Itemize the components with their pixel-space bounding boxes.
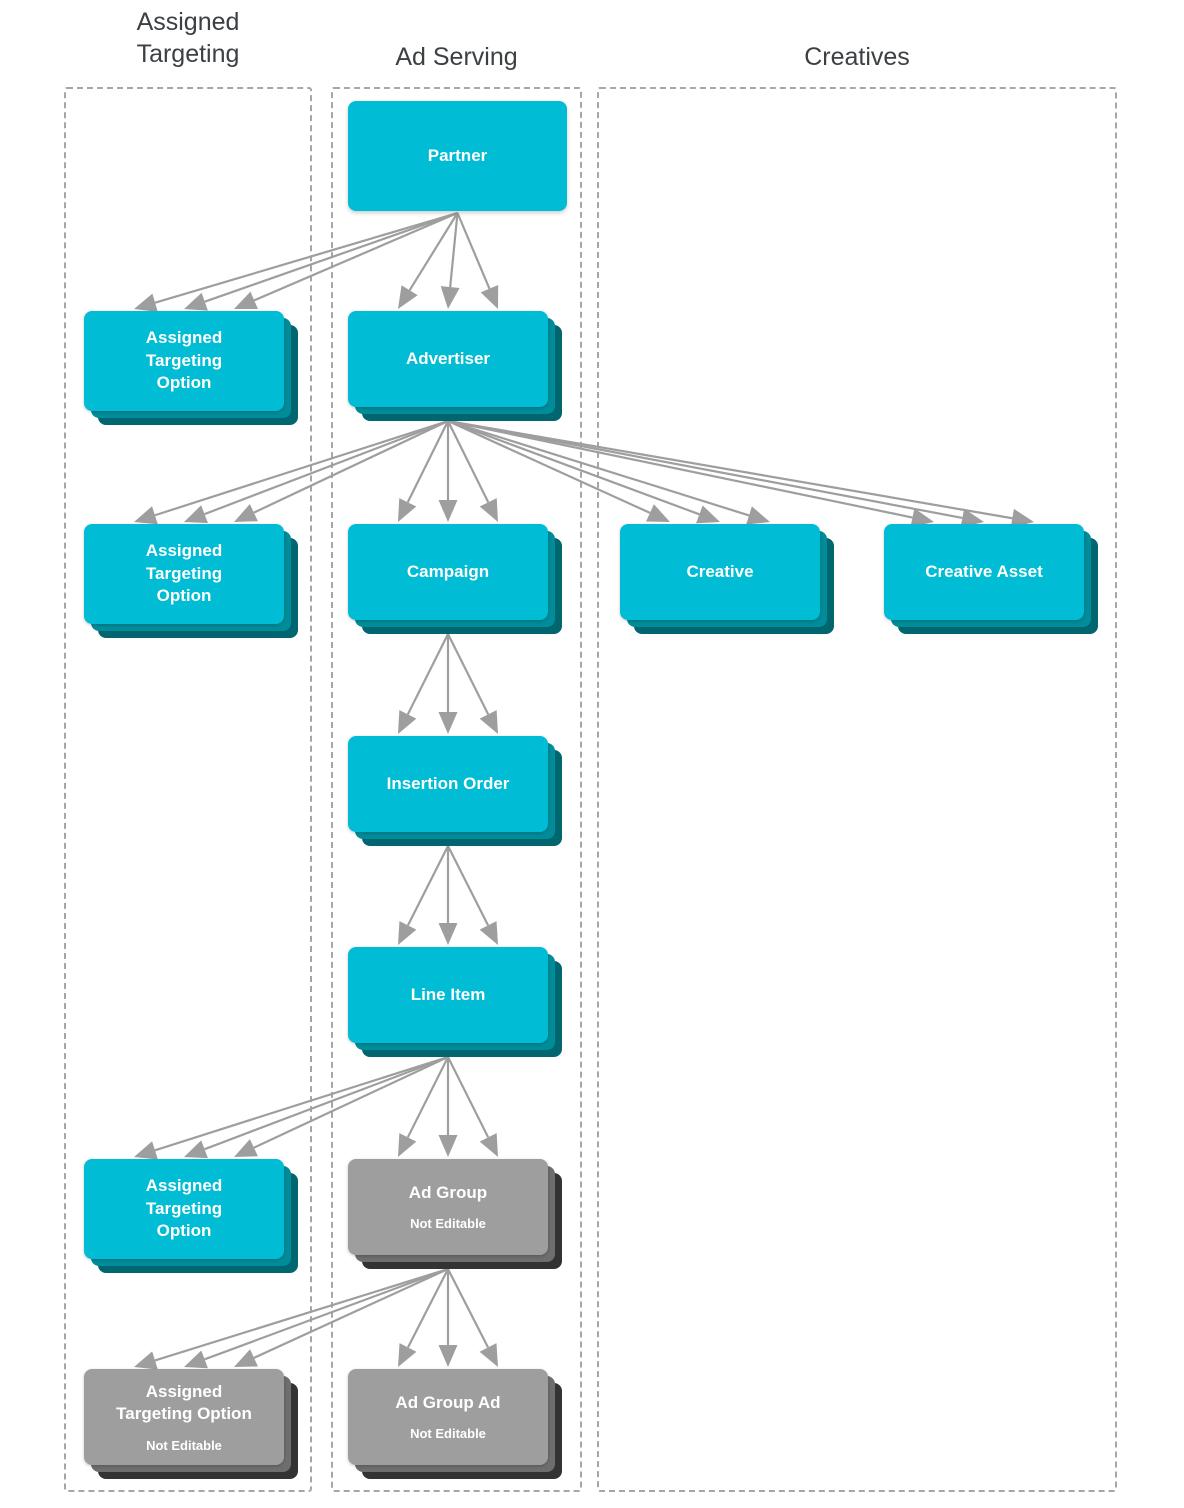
node-campaign[interactable]: Campaign bbox=[348, 524, 562, 634]
node-assigned-targeting-option-advertiser-face[interactable]: Assigned Targeting Option bbox=[84, 524, 284, 624]
node-line-item-label: Line Item bbox=[410, 984, 486, 1004]
node-ad-group-ad-face[interactable]: Ad Group Ad Not Editable bbox=[348, 1369, 548, 1465]
node-insertion-order-label: Insertion Order bbox=[386, 773, 510, 793]
column-title-creatives: Creatives bbox=[804, 43, 910, 71]
node-assigned-targeting-option-partner[interactable]: Assigned Targeting Option bbox=[84, 311, 298, 425]
node-creative-asset-label: Creative Asset bbox=[925, 561, 1043, 581]
node-advertiser[interactable]: Advertiser bbox=[348, 311, 562, 421]
node-advertiser-label: Advertiser bbox=[405, 348, 491, 368]
node-ad-group-ad[interactable]: Ad Group Ad Not Editable bbox=[348, 1369, 562, 1479]
node-line-item-face[interactable]: Line Item bbox=[348, 947, 548, 1043]
node-ad-group-ad-label: Ad Group Ad bbox=[395, 1392, 501, 1412]
column-title-assigned-targeting: Assigned Targeting bbox=[136, 8, 240, 68]
lane-creatives bbox=[597, 87, 1117, 1492]
node-creative-asset-face[interactable]: Creative Asset bbox=[884, 524, 1084, 620]
node-assigned-targeting-option-line-item-label: Assigned Targeting Option bbox=[145, 1176, 223, 1241]
node-assigned-targeting-option-advertiser[interactable]: Assigned Targeting Option bbox=[84, 524, 298, 638]
node-advertiser-face[interactable]: Advertiser bbox=[348, 311, 548, 407]
node-ad-group-not-editable-badge: Not Editable bbox=[410, 1216, 486, 1232]
column-title-ad-serving: Ad Serving bbox=[395, 43, 518, 71]
node-campaign-label: Campaign bbox=[406, 561, 490, 581]
node-creative-label: Creative bbox=[686, 561, 754, 581]
node-insertion-order[interactable]: Insertion Order bbox=[348, 736, 562, 846]
node-ad-group-label: Ad Group bbox=[408, 1182, 488, 1202]
node-creative-asset[interactable]: Creative Asset bbox=[884, 524, 1098, 634]
node-insertion-order-face[interactable]: Insertion Order bbox=[348, 736, 548, 832]
node-partner-face[interactable]: Partner bbox=[348, 101, 567, 211]
node-assigned-targeting-option-line-item[interactable]: Assigned Targeting Option bbox=[84, 1159, 298, 1273]
node-creative-face[interactable]: Creative bbox=[620, 524, 820, 620]
node-partner-label: Partner bbox=[427, 145, 488, 165]
node-assigned-targeting-option-advertiser-label: Assigned Targeting Option bbox=[145, 541, 223, 606]
node-assigned-targeting-option-partner-face[interactable]: Assigned Targeting Option bbox=[84, 311, 284, 411]
node-assigned-targeting-option-ad-group-not-editable-badge: Not Editable bbox=[146, 1437, 222, 1453]
node-assigned-targeting-option-partner-label: Assigned Targeting Option bbox=[145, 328, 223, 393]
node-creative[interactable]: Creative bbox=[620, 524, 834, 634]
node-assigned-targeting-option-ad-group-label: Assigned Targeting Option bbox=[116, 1381, 252, 1424]
lane-ad-serving bbox=[331, 87, 582, 1492]
node-assigned-targeting-option-line-item-face[interactable]: Assigned Targeting Option bbox=[84, 1159, 284, 1259]
node-ad-group-ad-not-editable-badge: Not Editable bbox=[410, 1426, 486, 1442]
lane-assigned-targeting bbox=[64, 87, 312, 1492]
node-campaign-face[interactable]: Campaign bbox=[348, 524, 548, 620]
node-partner[interactable]: Partner bbox=[348, 101, 567, 211]
node-line-item[interactable]: Line Item bbox=[348, 947, 562, 1057]
